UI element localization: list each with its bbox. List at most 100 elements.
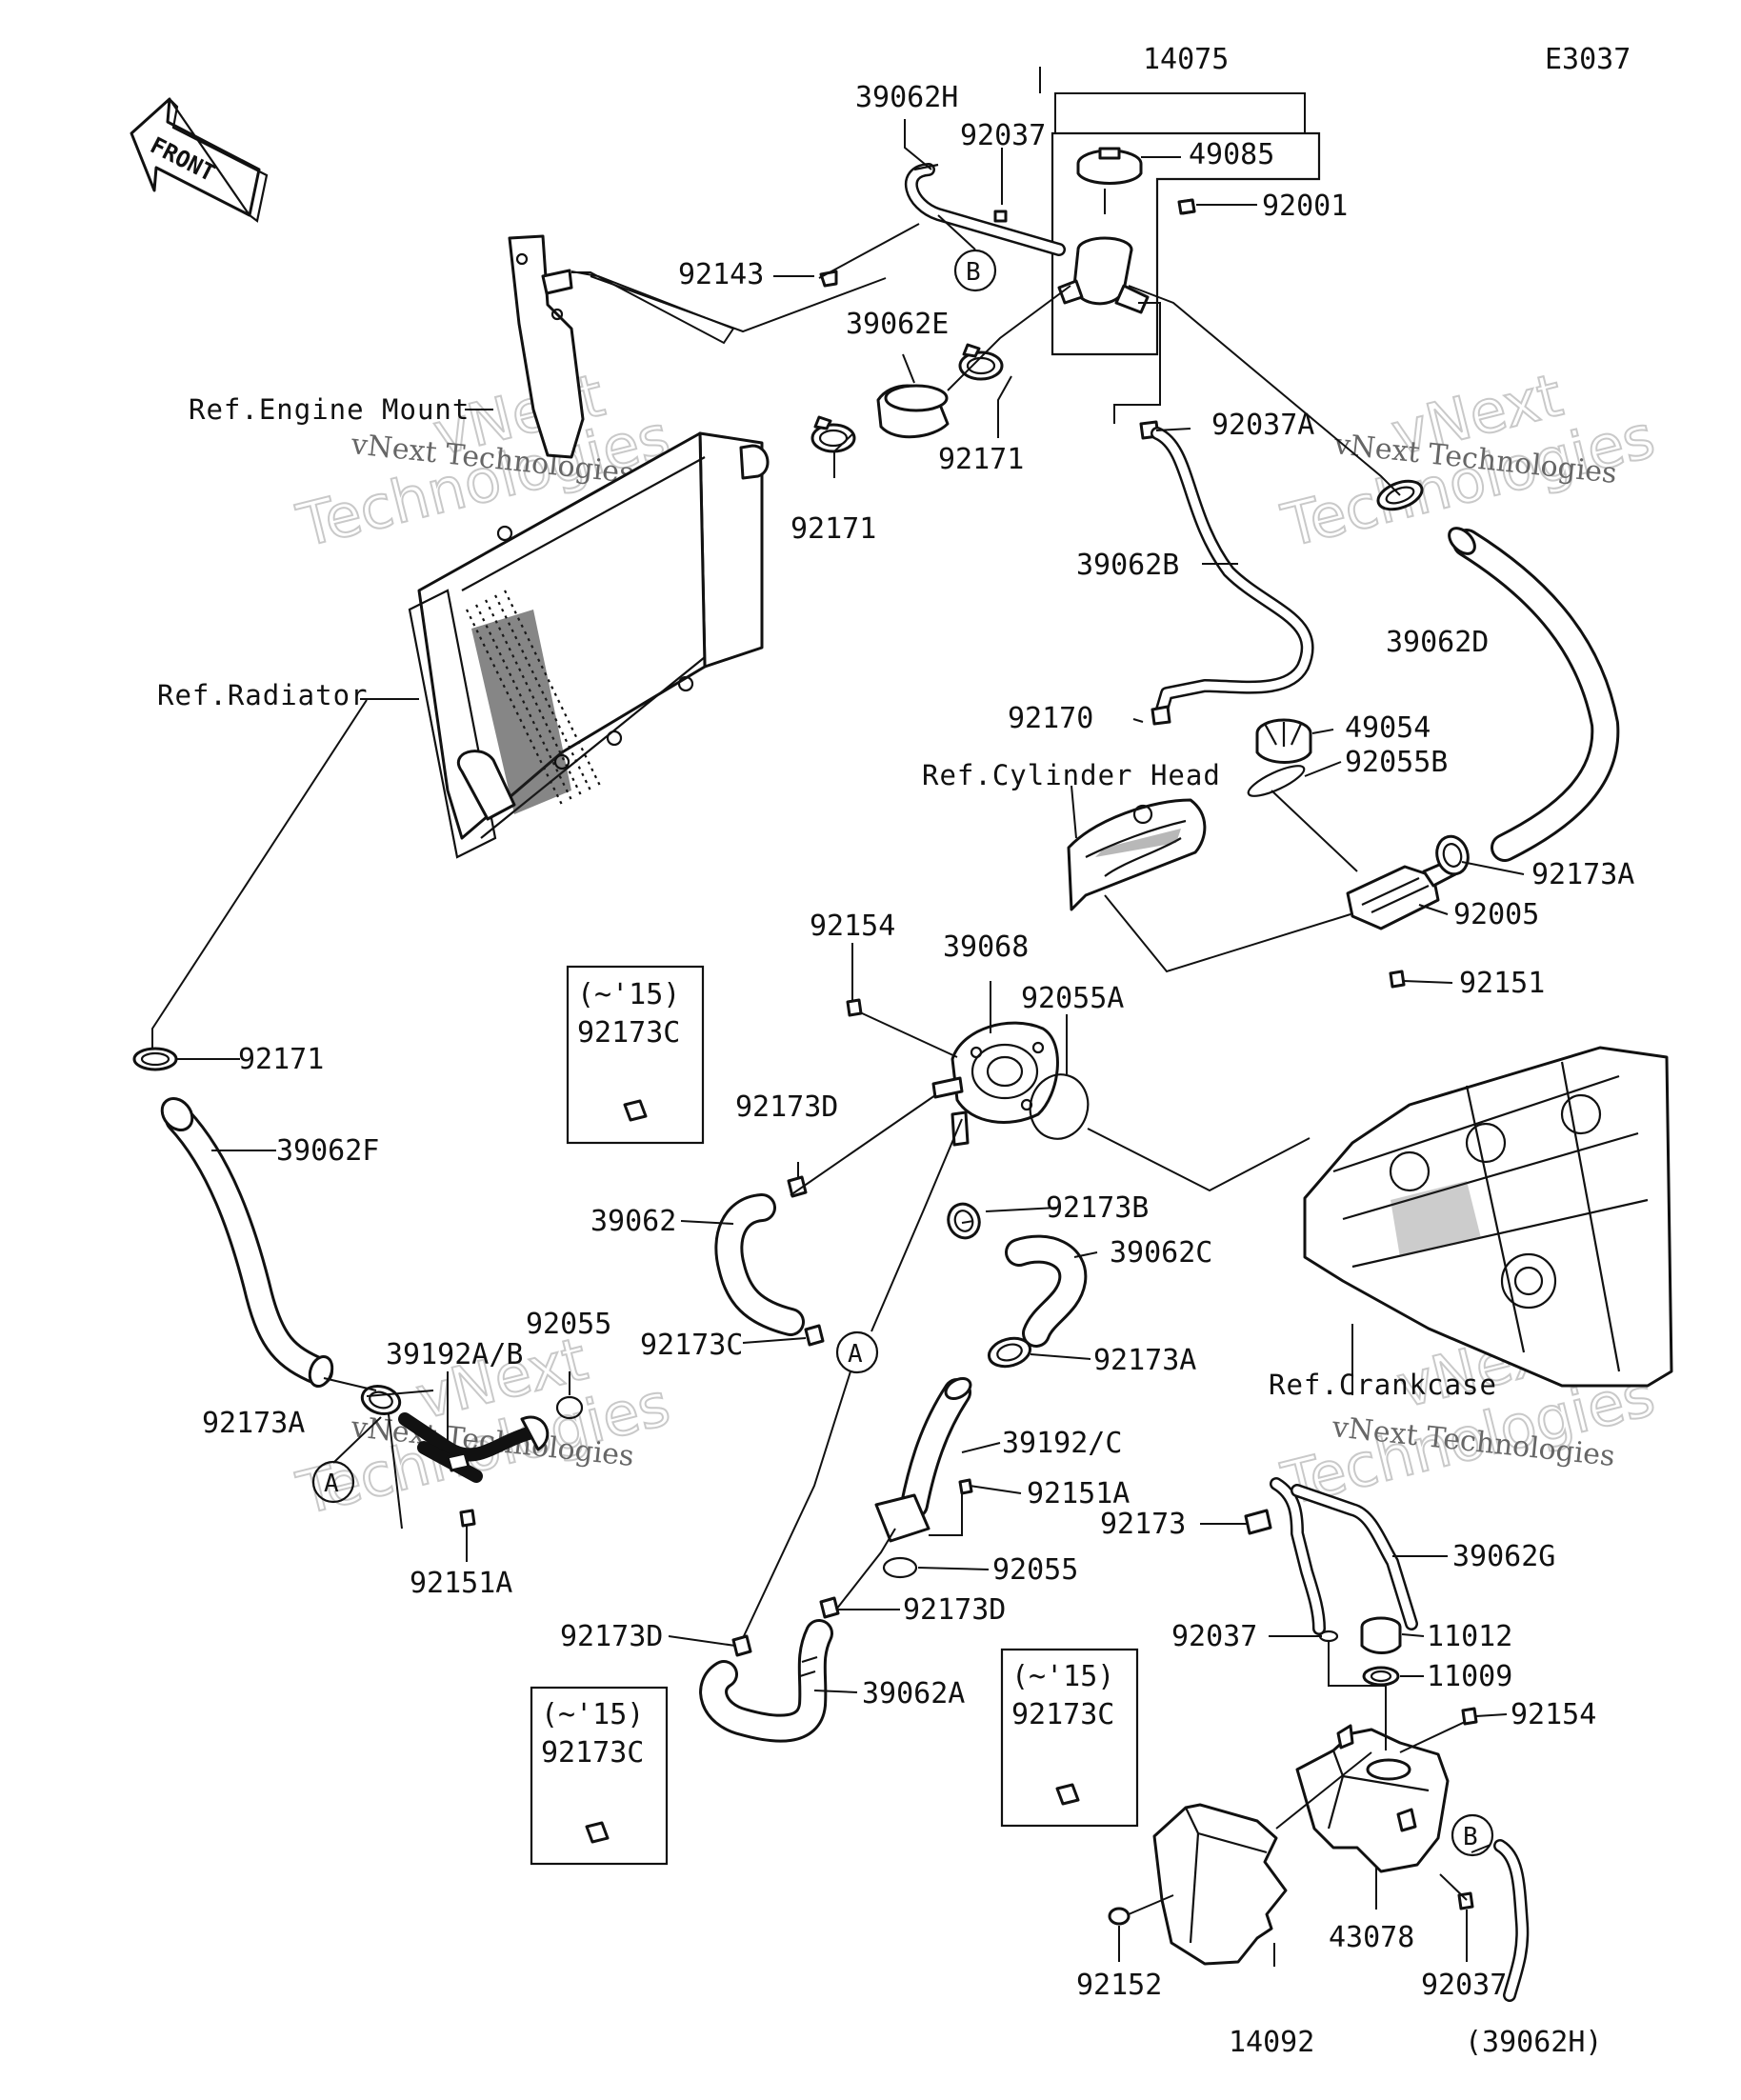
- gasket-92055A: [1029, 1073, 1090, 1140]
- bolt-92154-low: [1461, 1707, 1478, 1726]
- o-ring-92055-mid: [882, 1556, 918, 1579]
- label-92143: 92143: [678, 258, 764, 291]
- svg-text:B: B: [1463, 1823, 1478, 1851]
- note-box-2: (~'15) 92173C: [1000, 1648, 1139, 1828]
- part-labels: 14075 39062H 92037 49085 92001 92143 390…: [202, 43, 1634, 2059]
- label-92173: 92173: [1100, 1508, 1186, 1541]
- leader-lines: [151, 67, 1525, 1967]
- label-92171-low: 92171: [238, 1043, 324, 1076]
- hose-39062H-top: [904, 163, 1066, 256]
- hose-clamp-92173D-left: [731, 1634, 752, 1657]
- ref-engine-mount-label: Ref.Engine Mount: [189, 393, 470, 426]
- label-92055-mid: 92055: [992, 1553, 1078, 1587]
- note-box-range: (~'15): [1011, 1660, 1114, 1693]
- label-92037-bottom: 92037: [1421, 1969, 1507, 2002]
- label-92037-low: 92037: [1171, 1620, 1257, 1653]
- label-92173A-left: 92173A: [202, 1407, 305, 1440]
- callout-a-mid: A: [835, 1330, 879, 1374]
- hose-clamp-92173B: [947, 1202, 981, 1240]
- label-49054: 49054: [1345, 711, 1431, 745]
- label-92170: 92170: [1008, 702, 1093, 735]
- label-92001: 92001: [1262, 190, 1348, 223]
- hose-clamp-92173C: [804, 1324, 825, 1347]
- label-92005: 92005: [1453, 898, 1539, 931]
- hose-clamp-92173A-mid: [987, 1336, 1032, 1369]
- thermostat-cover-92005: [1346, 860, 1457, 930]
- bolt-92154-mid: [846, 998, 863, 1017]
- hose-clamp-92173-tank: [1244, 1509, 1272, 1535]
- o-ring-92055-left: [555, 1395, 584, 1420]
- ref-crankcase-label: Ref.Crankcase: [1269, 1369, 1497, 1401]
- hose-39062H-lower: [1493, 1839, 1530, 2002]
- hose-39062: [714, 1193, 805, 1336]
- bolt-92151A-mid: [958, 1478, 973, 1495]
- bolt-92151A-left: [459, 1509, 476, 1528]
- radiator-cap-49085: [1076, 147, 1143, 185]
- note-box-part: 92173C: [577, 1016, 680, 1050]
- watermark-top-right: vNext Technologies vNext Technologies: [1274, 359, 1662, 562]
- label-92151A-left: 92151A: [410, 1567, 512, 1600]
- hose-39062D: [1448, 527, 1620, 862]
- svg-text:B: B: [966, 258, 981, 287]
- reservoir-cap-11012: [1360, 1616, 1402, 1654]
- label-39068: 39068: [943, 930, 1029, 964]
- svg-text:A: A: [848, 1340, 863, 1369]
- label-92152: 92152: [1076, 1969, 1162, 2002]
- note-box-3: (~'15) 92173C: [530, 1686, 669, 1866]
- water-pipe-39192AB: [398, 1412, 550, 1483]
- note-box-part: 92173C: [1011, 1698, 1114, 1731]
- label-92055A: 92055A: [1021, 982, 1124, 1015]
- callout-b-low: B: [1451, 1813, 1494, 1857]
- label-92037A: 92037A: [1211, 409, 1314, 442]
- label-39062D: 39062D: [1386, 626, 1489, 659]
- label-39062G: 39062G: [1452, 1540, 1555, 1573]
- clip-92170: [1151, 705, 1171, 726]
- hose-clamp-92173A-left: [360, 1385, 402, 1415]
- note-box-range: (~'15): [541, 1698, 644, 1731]
- label-39062E: 39062E: [846, 308, 949, 341]
- label-39062H-ref: (39062H): [1465, 2026, 1603, 2059]
- label-92173D-left: 92173D: [560, 1620, 663, 1653]
- reservoir-cover-14092: [1152, 1803, 1288, 1966]
- label-92173D-low: 92173D: [903, 1593, 1006, 1627]
- gasket-92055B: [1247, 765, 1306, 797]
- clamp-92173C-icon: [585, 1821, 610, 1844]
- label-39062A: 39062A: [862, 1677, 965, 1710]
- hose-39062E: [876, 384, 950, 439]
- label-92154-low: 92154: [1511, 1698, 1596, 1731]
- label-92173C: 92173C: [640, 1329, 743, 1362]
- label-92151: 92151: [1459, 967, 1545, 1000]
- seal-11009: [1362, 1666, 1400, 1687]
- filler-neck-assembly: [1051, 131, 1321, 424]
- clip-92037-low: [1318, 1630, 1339, 1643]
- ref-radiator-label: Ref.Radiator: [157, 679, 369, 711]
- label-14092: 14092: [1229, 2026, 1314, 2059]
- ref-cylinder-head-label: Ref.Cylinder Head: [922, 759, 1221, 791]
- hose-clamp-92171-left: [810, 415, 856, 453]
- hose-clamp-92171-mid: [958, 343, 1004, 381]
- label-43078: 43078: [1329, 1921, 1414, 1954]
- clamp-92173C-icon: [1055, 1783, 1080, 1806]
- note-box-1: (~'15) 92173C: [566, 965, 705, 1145]
- hose-39062B: [1151, 427, 1314, 716]
- clamp-92173C-icon: [623, 1099, 648, 1122]
- label-39192AB: 39192A/B: [386, 1338, 524, 1371]
- label-11009: 11009: [1427, 1660, 1512, 1693]
- diagram-code: E3037: [1545, 43, 1631, 76]
- radiator-core-fins: [466, 590, 601, 814]
- callout-b-top: B: [953, 249, 997, 292]
- label-14075: 14075: [1143, 43, 1229, 76]
- label-92173D-up: 92173D: [735, 1090, 838, 1124]
- svg-text:A: A: [324, 1470, 339, 1498]
- bolt-92152: [1108, 1907, 1131, 1926]
- label-39192C: 39192/C: [1002, 1427, 1122, 1460]
- label-92154-mid: 92154: [810, 910, 895, 943]
- note-box-part: 92173C: [541, 1736, 644, 1770]
- bolt-92151: [1389, 970, 1406, 989]
- hose-clamp-92173D-low: [819, 1596, 840, 1619]
- hose-clamp-92171-low: [132, 1047, 178, 1071]
- cylinder-head-ref: [1067, 798, 1207, 911]
- label-92037: 92037: [960, 119, 1046, 152]
- hose-39062F: [160, 1097, 334, 1388]
